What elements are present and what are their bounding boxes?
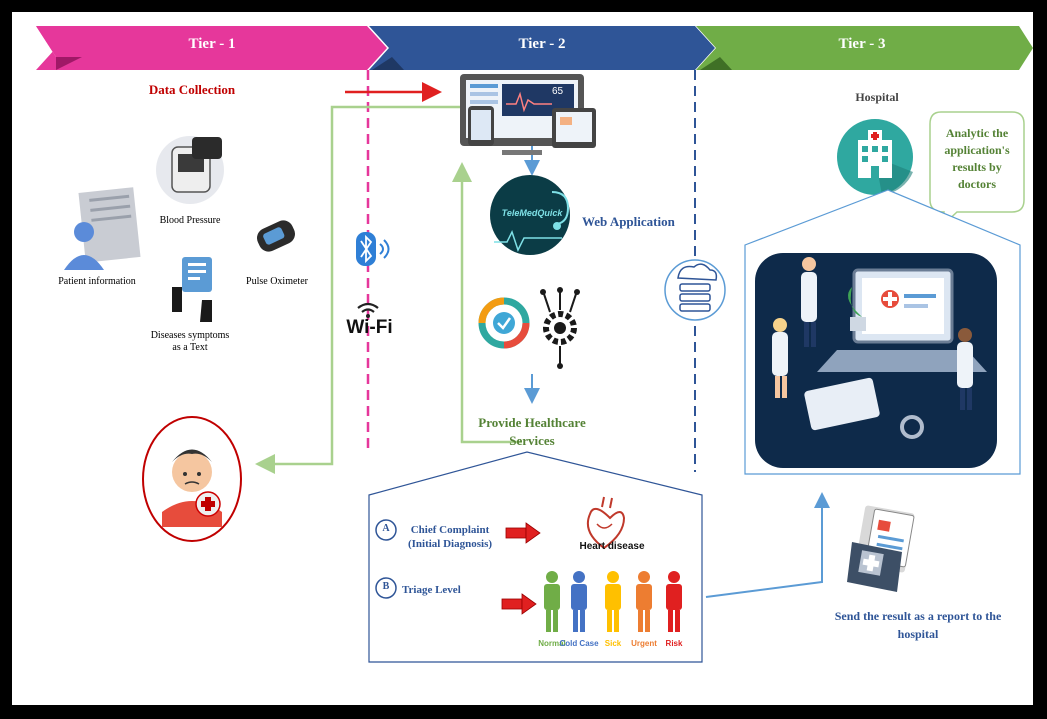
triage-figure-risk [666,571,682,632]
tier1-label: Tier - 1 [188,36,236,52]
symptoms-text-icon [172,257,212,322]
services-return-path [452,162,522,444]
blood-pressure-label: Blood Pressure [159,215,221,226]
send-report-label-2: hospital [897,627,939,641]
triage-figure-urgent [636,571,652,632]
triage-label-cold-case: Cold Case [559,639,599,648]
patient-information-icon [64,187,141,270]
hospital-label: Hospital [855,90,899,104]
diagnosis-panel [368,451,703,663]
provide-services-label-2: Services [509,433,555,448]
triage-label-urgent: Urgent [631,639,657,648]
diagram-canvas: Tier - 1 Tier - 2 Tier - 3 Data Collecti… [12,12,1033,705]
devices-monitor-icon [460,74,596,155]
monitor-value: 65 [552,86,564,97]
diseases-symptoms-label: Diseases symptoms as a Text [150,330,230,353]
tier3-label: Tier - 3 [838,36,886,52]
chief-complaint-label-1: Chief Complaint [410,524,490,536]
doctors-illustration [755,253,997,468]
triage-label-sick: Sick [604,639,622,648]
blood-pressure-icon [156,136,224,204]
triage-figures [544,571,682,632]
arrow-to-heart [505,522,541,544]
telemed-logo [490,175,570,255]
chief-complaint-label-2: (Initial Diagnosis) [407,538,493,550]
analysis-speech-bubble [929,111,1025,228]
bubble-line-4: doctors [958,177,996,191]
patient-avatar [142,416,242,542]
report-icon [847,505,915,592]
pulse-oximeter-label: Pulse Oximeter [246,276,308,287]
arrow-to-triage [501,593,537,615]
tier3-banner [696,26,1033,70]
bubble-line-1: Analytic the [945,126,1009,140]
tier2-banner [369,26,715,70]
wifi-icon [357,302,379,318]
triage-label-normal: Normal [538,639,566,648]
web-application-label: Web Application [582,214,675,229]
option-b-circle [375,577,397,599]
option-a-circle [375,519,397,541]
telemed-logo-text: TeleMedQuick [501,208,563,218]
data-collection-label: Data Collection [148,82,236,97]
hospital-icon [837,119,913,195]
feedback-path [255,105,462,474]
wifi-label: Wi-Fi [346,317,393,338]
triage-level-label: Triage Level [402,584,461,596]
tier1-banner [36,26,387,70]
bubble-line-3: results by [952,160,1002,174]
heart-disease-label: Heart disease [579,541,645,552]
heart-icon [586,496,626,550]
option-a-letter: A [382,523,390,534]
pulse-oximeter-icon [256,220,296,252]
option-b-letter: B [382,581,390,592]
process-cycle-icon [478,297,530,349]
triage-figure-sick [605,571,621,632]
bluetooth-icon [356,232,390,266]
report-path [705,492,830,598]
gear-settings-icon [540,287,580,369]
tier2-label: Tier - 2 [518,36,566,52]
triage-label-risk: Risk [665,639,683,648]
patient-information-label: Patient information [58,276,136,287]
provide-services-label-1: Provide Healthcare [478,415,586,430]
cloud-server-icon [664,259,726,321]
triage-figure-cold-case [571,571,587,632]
bubble-line-2: application's [944,143,1010,157]
send-report-label-1: Send the result as a report to the [834,609,1002,623]
triage-figure-normal [544,571,560,632]
